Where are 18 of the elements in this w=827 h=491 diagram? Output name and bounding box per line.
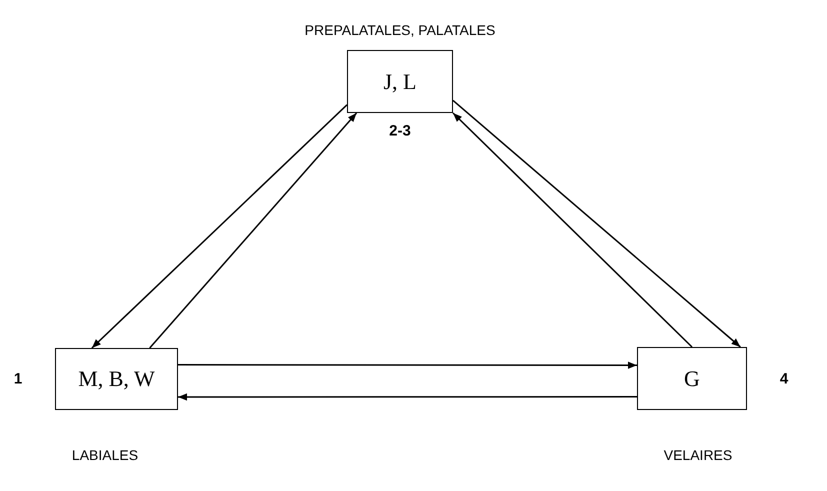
caption-label: VELAIRES: [664, 447, 732, 463]
arrow: [452, 112, 693, 348]
node-box: [637, 347, 747, 410]
arrow: [452, 100, 741, 348]
arrow: [149, 112, 358, 348]
node-box: [55, 348, 178, 410]
number-label: 2-3: [389, 122, 411, 140]
node-label: M, B, W: [78, 366, 155, 392]
arrow: [91, 104, 348, 349]
number-label: 1: [14, 370, 22, 388]
node-label: J, L: [384, 68, 416, 94]
arrow: [178, 393, 637, 401]
number-label: 4: [780, 370, 788, 388]
node-label: G: [684, 366, 700, 392]
caption-label: PREPALATALES, PALATALES: [304, 22, 496, 38]
arrow: [178, 362, 637, 369]
caption-label: LABIALES: [72, 447, 138, 463]
node-box: [347, 50, 453, 113]
